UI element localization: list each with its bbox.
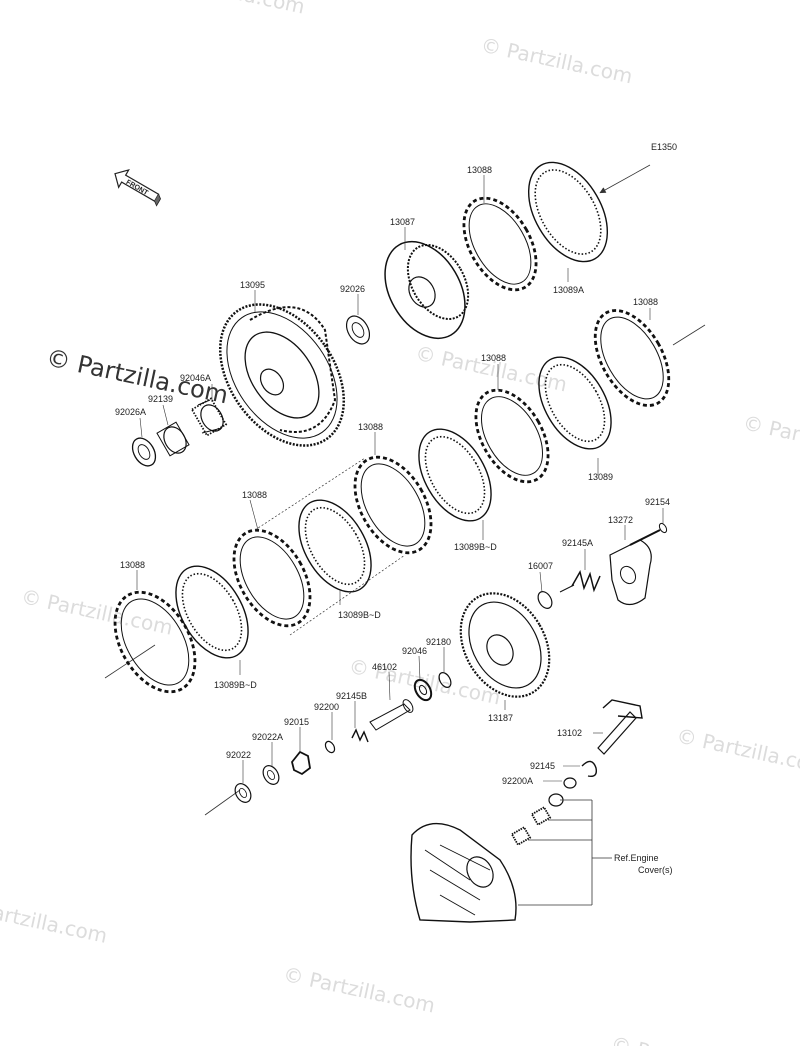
bearing-92046[interactable] [411, 677, 434, 703]
part-label[interactable]: 13088 [242, 490, 267, 500]
part-label[interactable]: 13102 [557, 728, 582, 738]
watermark-text: © Partzilla.com [281, 962, 437, 1018]
part-labels: E1350 13088 13087 13089A 13095 92026 130… [115, 142, 677, 875]
friction-plate-13088[interactable] [218, 517, 325, 639]
part-label[interactable]: 92154 [645, 497, 670, 507]
ref-note-line1: Ref.Engine [614, 853, 659, 863]
part-label[interactable]: 16007 [528, 561, 553, 571]
spring-92145b[interactable] [351, 728, 369, 743]
front-arrow-icon: FRONT [114, 169, 161, 207]
part-label[interactable]: 92046 [402, 646, 427, 656]
washer-92022a[interactable] [260, 763, 282, 787]
friction-plate-13088[interactable] [339, 444, 446, 566]
steel-plate-13089b-d[interactable] [284, 488, 386, 605]
part-label[interactable]: 92026A [115, 407, 146, 417]
watermark-text: © Partzilla.com [674, 723, 800, 779]
part-label[interactable]: 13089A [553, 285, 584, 295]
part-label[interactable]: 92200A [502, 776, 533, 786]
section-arrow [104, 644, 156, 679]
part-label[interactable]: 92026 [340, 284, 365, 294]
part-label[interactable]: 92180 [426, 637, 451, 647]
part-label[interactable]: 13088 [633, 297, 658, 307]
part-label[interactable]: 13089B~D [338, 610, 381, 620]
part-label[interactable]: 13088 [467, 165, 492, 175]
part-label[interactable]: 13272 [608, 515, 633, 525]
spring-92145a[interactable] [559, 570, 601, 593]
part-label[interactable]: 13187 [488, 713, 513, 723]
section-ref-label: E1350 [651, 142, 677, 152]
clutch-hub-13087[interactable] [369, 227, 482, 352]
friction-plate-13088[interactable] [580, 298, 684, 418]
watermark-text: © Partzilla.com [479, 33, 635, 89]
section-arrow [672, 324, 706, 346]
watermark-text: © Partzilla.com [0, 892, 110, 948]
watermark-text: © Partzilla.com [19, 584, 175, 640]
part-label[interactable]: 13087 [390, 217, 415, 227]
part-label[interactable]: 92200 [314, 702, 339, 712]
part-label[interactable]: 13088 [358, 422, 383, 432]
watermark-text: © Partzilla.com [741, 410, 800, 466]
part-label[interactable]: 92145A [562, 538, 593, 548]
watermark-text: © Partzilla.com [151, 0, 307, 19]
seal-parts[interactable] [510, 793, 564, 846]
o-ring-92200[interactable] [324, 740, 337, 754]
part-label[interactable]: 92139 [148, 394, 173, 404]
washer-92026a[interactable] [128, 434, 160, 470]
ref-bracket [518, 799, 612, 906]
plate-group-bracket [254, 457, 406, 636]
release-lever-13102[interactable] [597, 699, 643, 755]
section-arrow [599, 164, 651, 194]
sleeve-92139[interactable] [156, 421, 191, 457]
part-label[interactable]: 92022A [252, 732, 283, 742]
steel-plate-13089a[interactable] [512, 149, 623, 276]
clutch-housing-13095[interactable] [195, 281, 370, 468]
ref-note-line2: Cover(s) [638, 865, 673, 875]
pushrod-46102[interactable] [369, 698, 415, 731]
part-label[interactable]: 13088 [120, 560, 145, 570]
spring-plate-13272[interactable] [609, 539, 652, 606]
washer-92180[interactable] [437, 671, 454, 690]
section-arrow [204, 789, 241, 816]
steel-plate-13089[interactable] [524, 345, 626, 462]
spring-92145[interactable] [581, 760, 598, 778]
washer-92026[interactable] [342, 312, 374, 348]
watermark-text: © Partzilla.com [609, 1032, 765, 1046]
friction-plate-13088[interactable] [99, 578, 212, 706]
needle-bearing-92046a[interactable] [190, 397, 228, 437]
part-label[interactable]: 13089 [588, 472, 613, 482]
o-ring-92200a[interactable] [563, 777, 577, 789]
part-label[interactable]: 92145B [336, 691, 367, 701]
part-label[interactable]: 92145 [530, 761, 555, 771]
part-label[interactable]: 13095 [240, 280, 265, 290]
friction-plate-13088[interactable] [449, 186, 551, 303]
part-label[interactable]: 13089B~D [454, 542, 497, 552]
bolt-92154[interactable] [629, 522, 668, 546]
part-label[interactable]: 13088 [481, 353, 506, 363]
part-label[interactable]: 92015 [284, 717, 309, 727]
part-label[interactable]: 46102 [372, 662, 397, 672]
part-label[interactable]: 13089B~D [214, 680, 257, 690]
nut-92015[interactable] [291, 750, 311, 776]
friction-plate-13088[interactable] [461, 378, 563, 495]
part-label[interactable]: 92046A [180, 373, 211, 383]
pressure-plate-13187[interactable] [443, 577, 567, 712]
washer-92022[interactable] [232, 781, 254, 805]
steel-plate-13089b-d[interactable] [404, 417, 506, 534]
leader-lines [136, 175, 664, 783]
part-label[interactable]: 92022 [226, 750, 251, 760]
engine-cover [410, 822, 517, 923]
steel-plate-13089b-d[interactable] [161, 554, 263, 671]
ring-16007[interactable] [535, 589, 554, 611]
